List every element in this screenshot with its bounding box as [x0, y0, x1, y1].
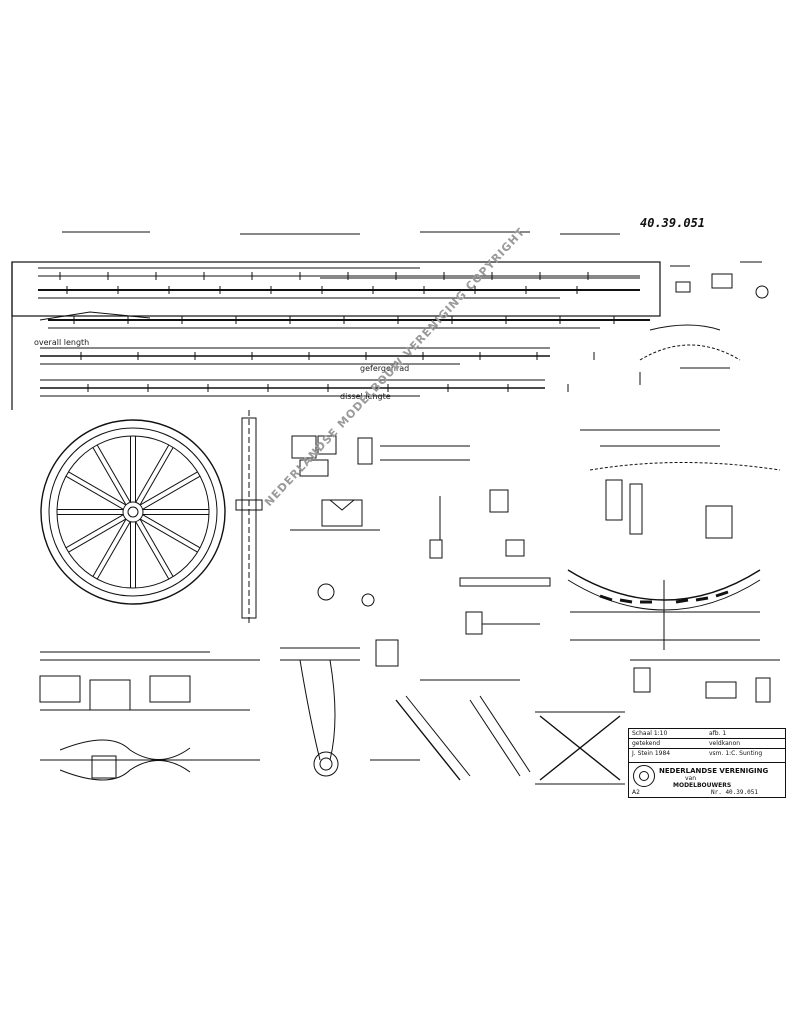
- tb-row-1: Schaal 1:10 afb. 1: [629, 729, 785, 739]
- x-frame: [535, 711, 625, 785]
- wheel-spoke: [142, 475, 201, 510]
- wheel-spoke: [68, 471, 126, 506]
- tb-author: J. Stein 1984: [632, 750, 671, 757]
- trail-legs: [395, 679, 531, 781]
- lunette-parts: [280, 639, 420, 777]
- wheel-spoke: [139, 447, 174, 505]
- elevation-arc: [567, 429, 781, 650]
- tb-org-line1: NEDERLANDSE VERENIGING: [659, 767, 769, 775]
- wheel-spokes: [57, 436, 209, 588]
- parts-top-right: [639, 261, 769, 385]
- wheel-spoke: [65, 514, 124, 549]
- wheel-spoke: [135, 521, 170, 580]
- dimension-ticks: [59, 272, 615, 392]
- wheel-spoke: [140, 471, 198, 506]
- tb-subject: veldkanon: [709, 740, 741, 747]
- title-block: Schaal 1:10 afb. 1 getekend veldkanon J.…: [628, 728, 786, 798]
- top-length-views: [38, 231, 741, 397]
- axle-profile: [235, 410, 263, 625]
- length-label-top: overall length: [34, 338, 90, 347]
- tb-scale: Schaal 1:10: [632, 730, 668, 737]
- drawing-number: 40.39.051: [640, 216, 706, 230]
- wheel-spoke: [140, 518, 198, 553]
- wheel-spoke: [65, 475, 124, 510]
- tb-org-line3: MODELBOUWERS: [673, 782, 732, 789]
- wheel-spoke: [68, 518, 126, 553]
- wheel-spoke: [92, 447, 127, 505]
- wheel-spoke: [139, 519, 174, 577]
- tb-drawn-by-label: getekend: [632, 740, 661, 747]
- wheel-spoke: [92, 519, 127, 577]
- tb-row-3: J. Stein 1984 vsm. 1:C. Sunting: [629, 749, 785, 763]
- tb-row-2: getekend veldkanon: [629, 739, 785, 749]
- society-seal-icon: [633, 765, 655, 787]
- wheel-spoke: [142, 514, 201, 549]
- wheel-drawing: [40, 419, 226, 605]
- hatch-pieces: [599, 590, 729, 604]
- tb-figure: afb. 1: [709, 730, 727, 737]
- length-label-bottom: dissel lengte: [340, 392, 391, 401]
- tb-org-line2: van: [685, 775, 697, 782]
- trail-parts: [39, 651, 260, 781]
- length-label-mid: gefergenrad: [360, 364, 410, 373]
- carriage-parts: [290, 435, 551, 635]
- tb-paper-size: A2: [632, 789, 640, 796]
- wheel-spoke: [96, 444, 131, 503]
- wheel-spoke: [135, 444, 170, 503]
- tb-source: vsm. 1:C. Sunting: [709, 750, 763, 757]
- tb-sheet-number: Nr. 40.39.051: [711, 789, 758, 796]
- right-small-parts: [630, 659, 780, 703]
- wheel-spoke: [96, 521, 131, 580]
